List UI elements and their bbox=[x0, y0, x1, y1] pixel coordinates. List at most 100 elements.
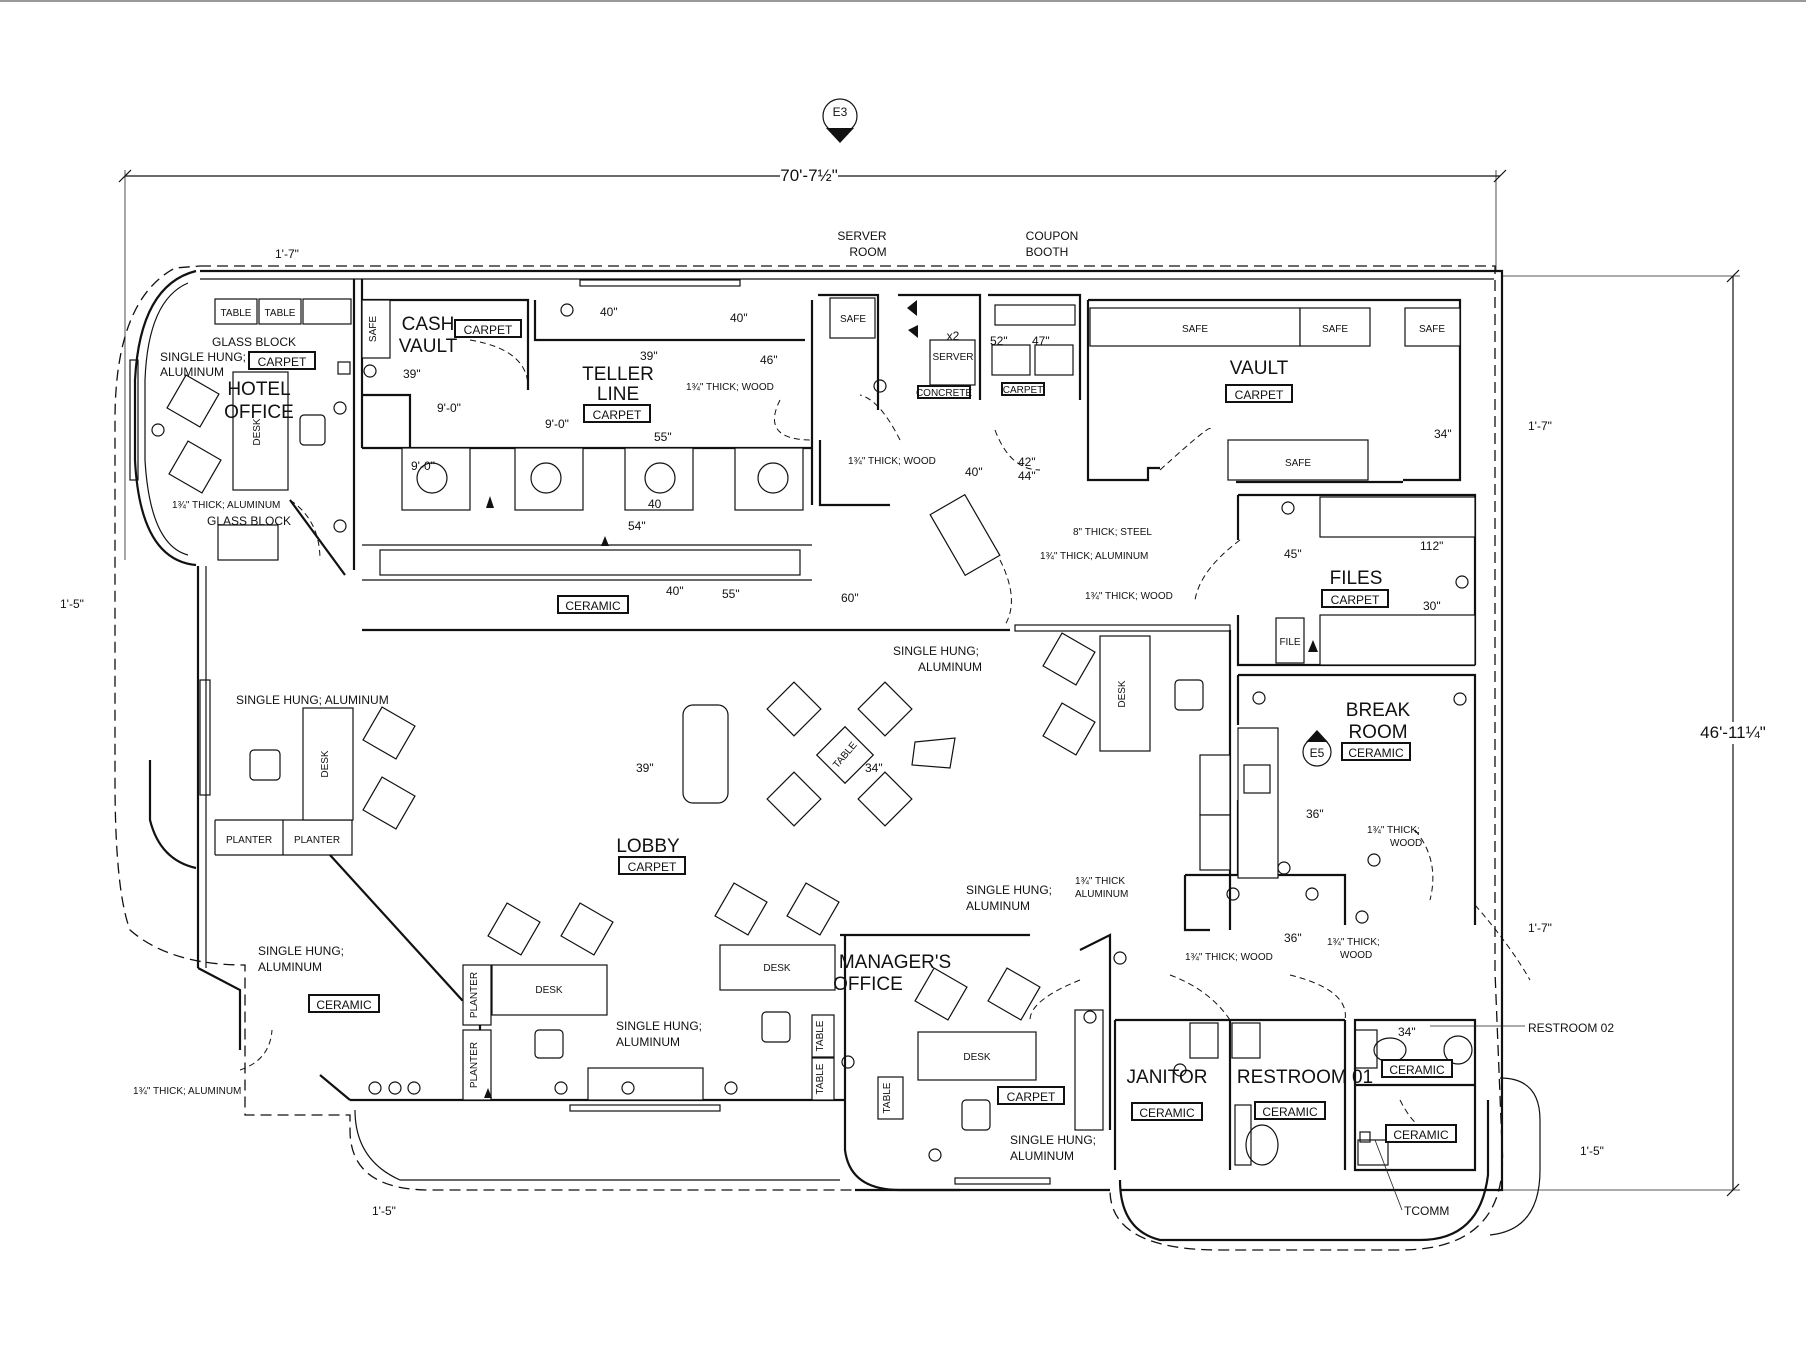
svg-text:46'-11¼": 46'-11¼" bbox=[1700, 723, 1766, 742]
svg-text:CERAMIC: CERAMIC bbox=[316, 998, 372, 1012]
svg-text:1'-7": 1'-7" bbox=[275, 247, 299, 261]
svg-text:CARPET: CARPET bbox=[628, 860, 677, 874]
vault-safe-3: SAFE bbox=[1404, 307, 1461, 347]
hotel-table-1: TABLE bbox=[214, 298, 258, 325]
svg-text:CARPET: CARPET bbox=[258, 355, 307, 369]
svg-text:44": 44" bbox=[1018, 469, 1036, 483]
hotel-table-2: TABLE bbox=[258, 298, 302, 325]
svg-text:1¾" THICK; WOOD: 1¾" THICK; WOOD bbox=[1085, 591, 1173, 602]
tag-hotel-carpet: CARPET bbox=[248, 351, 316, 370]
tag-files-carpet: CARPET bbox=[1321, 589, 1389, 608]
concrete-tag: CONCRETE bbox=[916, 385, 972, 399]
svg-text:GLASS BLOCK: GLASS BLOCK bbox=[212, 335, 296, 349]
svg-text:60": 60" bbox=[841, 591, 859, 605]
svg-text:WOOD: WOOD bbox=[1340, 950, 1372, 961]
svg-text:TABLE: TABLE bbox=[882, 1082, 893, 1113]
svg-text:SINGLE HUNG;: SINGLE HUNG; bbox=[160, 350, 246, 364]
svg-text:PLANTER: PLANTER bbox=[294, 835, 340, 846]
vault-safe-2: SAFE bbox=[1299, 307, 1371, 347]
elevation-marker-e3: E3 bbox=[822, 98, 858, 143]
svg-text:CARPET: CARPET bbox=[1331, 593, 1380, 607]
svg-text:42": 42" bbox=[1018, 455, 1036, 469]
svg-text:OFFICE: OFFICE bbox=[833, 974, 903, 995]
lobby-desk-manager-side: DESK bbox=[719, 944, 836, 991]
svg-text:39": 39" bbox=[640, 349, 658, 363]
svg-text:9'-0": 9'-0" bbox=[545, 417, 569, 431]
svg-text:ALUMINUM: ALUMINUM bbox=[1010, 1149, 1074, 1163]
svg-text:CERAMIC: CERAMIC bbox=[1262, 1105, 1318, 1119]
svg-text:47": 47" bbox=[1032, 334, 1050, 348]
svg-text:PLANTER: PLANTER bbox=[226, 835, 272, 846]
svg-text:SINGLE HUNG; ALUMINUM: SINGLE HUNG; ALUMINUM bbox=[236, 693, 389, 707]
height-dimension: 46'-11¼" bbox=[1495, 269, 1766, 1197]
svg-text:CARPET: CARPET bbox=[464, 323, 513, 337]
windows bbox=[129, 279, 1231, 1185]
svg-text:46": 46" bbox=[760, 353, 778, 367]
planter-1: PLANTER bbox=[226, 835, 272, 846]
svg-text:ALUMINUM: ALUMINUM bbox=[1075, 889, 1128, 900]
svg-text:55": 55" bbox=[722, 587, 740, 601]
svg-text:SERVER: SERVER bbox=[933, 352, 974, 363]
svg-text:FILE: FILE bbox=[1279, 637, 1300, 648]
svg-text:8" THICK; STEEL: 8" THICK; STEEL bbox=[1073, 527, 1152, 538]
svg-text:TABLE: TABLE bbox=[221, 308, 252, 319]
svg-text:1¾" THICK; WOOD: 1¾" THICK; WOOD bbox=[848, 456, 936, 467]
svg-text:45": 45" bbox=[1284, 547, 1302, 561]
planter-3: PLANTER bbox=[462, 964, 492, 1026]
svg-text:SINGLE HUNG;: SINGLE HUNG; bbox=[893, 644, 979, 658]
svg-text:34": 34" bbox=[1398, 1025, 1416, 1039]
svg-text:ROOM: ROOM bbox=[849, 245, 886, 259]
svg-text:36": 36" bbox=[1284, 931, 1302, 945]
lobby-desk-right: DESK bbox=[1099, 635, 1151, 752]
tag-cash-vault-carpet: CARPET bbox=[454, 319, 522, 338]
building-walls bbox=[133, 269, 1541, 1242]
svg-text:SINGLE HUNG;: SINGLE HUNG; bbox=[966, 883, 1052, 897]
svg-text:CARPET: CARPET bbox=[593, 408, 642, 422]
svg-text:ROOM: ROOM bbox=[1348, 722, 1407, 743]
svg-text:40": 40" bbox=[666, 584, 684, 598]
svg-text:CERAMIC: CERAMIC bbox=[1393, 1128, 1449, 1142]
vault-safe-1: SAFE bbox=[1089, 307, 1301, 347]
svg-text:DESK: DESK bbox=[1117, 680, 1128, 708]
svg-text:DESK: DESK bbox=[763, 963, 791, 974]
manager-desk: DESK bbox=[917, 1031, 1037, 1081]
svg-text:39": 39" bbox=[403, 367, 421, 381]
svg-text:1¾" THICK; WOOD: 1¾" THICK; WOOD bbox=[686, 382, 774, 393]
lobby-table-vertical-2: TABLE bbox=[811, 1057, 835, 1101]
lobby-table-vertical-1: TABLE bbox=[811, 1014, 835, 1058]
svg-text:CARPET: CARPET bbox=[1235, 388, 1284, 402]
svg-text:CERAMIC: CERAMIC bbox=[1348, 746, 1404, 760]
room-server: SERVER bbox=[837, 229, 886, 243]
svg-text:9'-0": 9'-0" bbox=[437, 401, 461, 415]
lobby-desk-left: DESK bbox=[302, 707, 354, 821]
svg-text:1¾" THICK; ALUMINUM: 1¾" THICK; ALUMINUM bbox=[1040, 551, 1148, 562]
svg-text:LINE: LINE bbox=[597, 384, 639, 405]
svg-text:OFFICE: OFFICE bbox=[224, 402, 294, 423]
room-teller-line: TELLER bbox=[582, 364, 654, 385]
svg-text:CONCRETE: CONCRETE bbox=[916, 388, 972, 399]
svg-text:1'-7": 1'-7" bbox=[1528, 921, 1552, 935]
tag-teller-ceramic: CERAMIC bbox=[557, 595, 629, 614]
tag-restroom01-ceramic: CERAMIC bbox=[1254, 1101, 1326, 1120]
svg-text:DESK: DESK bbox=[320, 750, 331, 778]
svg-text:SAFE: SAFE bbox=[1322, 324, 1348, 335]
svg-text:1¾" THICK; ALUMINUM: 1¾" THICK; ALUMINUM bbox=[133, 1086, 241, 1097]
svg-text:36": 36" bbox=[1306, 807, 1324, 821]
svg-text:1¾" THICK; ALUMINUM: 1¾" THICK; ALUMINUM bbox=[172, 500, 280, 511]
svg-text:E5: E5 bbox=[1310, 746, 1325, 760]
svg-text:ALUMINUM: ALUMINUM bbox=[616, 1035, 680, 1049]
svg-text:40": 40" bbox=[600, 305, 618, 319]
svg-text:40": 40" bbox=[965, 465, 983, 479]
svg-text:39": 39" bbox=[636, 761, 654, 775]
room-hotel-office: HOTEL bbox=[227, 379, 290, 400]
cash-vault-safe: SAFE bbox=[361, 299, 391, 359]
svg-text:E3: E3 bbox=[833, 105, 848, 119]
svg-text:SINGLE HUNG;: SINGLE HUNG; bbox=[258, 944, 344, 958]
room-coupon-booth: COUPON bbox=[1026, 229, 1079, 243]
svg-text:70'-7½": 70'-7½" bbox=[780, 166, 837, 185]
svg-text:SAFE: SAFE bbox=[1182, 324, 1208, 335]
svg-text:PLANTER: PLANTER bbox=[469, 1042, 480, 1088]
svg-text:TABLE: TABLE bbox=[815, 1063, 826, 1094]
dimension-labels: 40" 40" 39" 46" 39" 9'-0" 9'-0" 9'-0" 55… bbox=[403, 305, 1452, 1039]
